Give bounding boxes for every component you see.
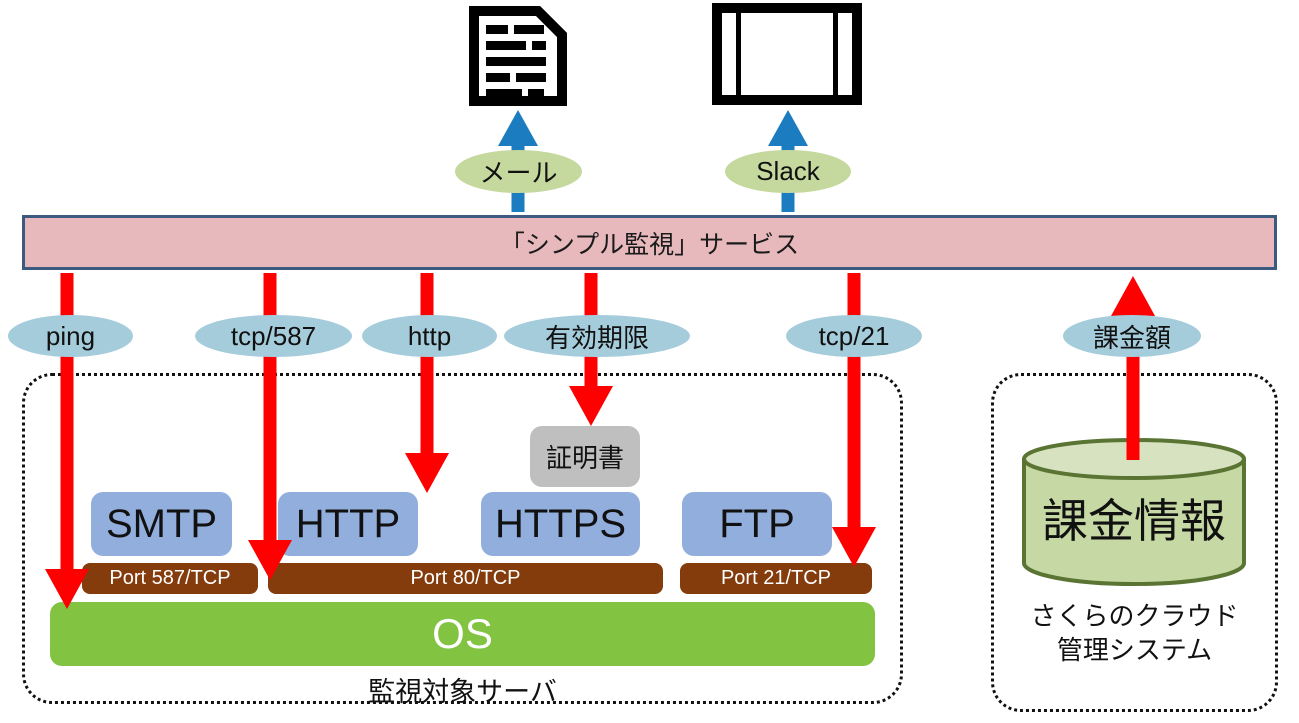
check-label-tcp587: tcp/587 xyxy=(230,320,317,351)
check-oval-http: http xyxy=(362,315,497,357)
check-arrow-tcp21 xyxy=(832,273,876,567)
port-bar-80: Port 80/TCP xyxy=(268,563,663,594)
service-label-https: HTTPS xyxy=(494,501,627,546)
os-label: OS xyxy=(432,610,493,657)
port-bar-587: Port 587/TCP xyxy=(82,563,258,594)
service-box-http: HTTP xyxy=(278,492,418,556)
monitored-server-box xyxy=(22,373,903,704)
check-arrow-billing xyxy=(1111,276,1155,460)
window-icon xyxy=(712,3,862,105)
check-label-tcp21: tcp/21 xyxy=(818,320,890,351)
cloud-caption-line2: 管理システム xyxy=(1056,634,1213,665)
cloud-caption-line1: さくらのクラウド xyxy=(1030,601,1239,631)
os-bar: OS xyxy=(50,602,875,666)
document-icon xyxy=(469,6,567,106)
service-title: 「シンプル監視」サービス xyxy=(499,230,800,259)
notify-label-mail: メール xyxy=(479,158,558,188)
port-label-80: Port 80/TCP xyxy=(410,567,521,589)
billing-database-icon xyxy=(1022,438,1246,586)
service-box-ftp: FTP xyxy=(682,492,832,556)
check-oval-tcp21: tcp/21 xyxy=(786,315,922,357)
check-label-http: http xyxy=(407,320,452,351)
service-label-smtp: SMTP xyxy=(105,501,218,546)
port-label-587: Port 587/TCP xyxy=(109,567,231,589)
notify-oval-mail: メール xyxy=(455,150,582,193)
check-label-expiry: 有効期限 xyxy=(544,322,649,353)
check-label-ping: ping xyxy=(45,320,96,351)
check-arrow-http xyxy=(405,273,449,493)
service-bar: 「シンプル監視」サービス xyxy=(22,215,1277,270)
check-arrow-ping xyxy=(45,273,89,609)
notify-oval-slack: Slack xyxy=(725,150,851,193)
check-oval-billing: 課金額 xyxy=(1063,315,1201,357)
check-arrow-tcp587 xyxy=(248,273,292,580)
check-oval-expiry: 有効期限 xyxy=(504,315,690,357)
check-oval-tcp587: tcp/587 xyxy=(195,315,352,357)
service-label-ftp: FTP xyxy=(719,501,795,546)
check-oval-ping: ping xyxy=(8,315,133,357)
billing-db-label: 課金情報 xyxy=(1042,495,1226,547)
port-label-21: Port 21/TCP xyxy=(720,567,832,589)
notify-label-slack: Slack xyxy=(756,156,820,186)
check-label-billing: 課金額 xyxy=(1092,322,1171,353)
service-box-smtp: SMTP xyxy=(91,492,232,556)
cloud-system-caption: さくらのクラウド 管理システム xyxy=(991,600,1278,668)
port-bar-21: Port 21/TCP xyxy=(680,563,872,594)
service-label-http: HTTP xyxy=(295,501,401,546)
service-box-https: HTTPS xyxy=(481,492,640,556)
monitored-server-caption: 監視対象サーバ xyxy=(368,677,557,707)
certificate-box: 証明書 xyxy=(530,426,640,487)
certificate-label: 証明書 xyxy=(545,443,624,473)
